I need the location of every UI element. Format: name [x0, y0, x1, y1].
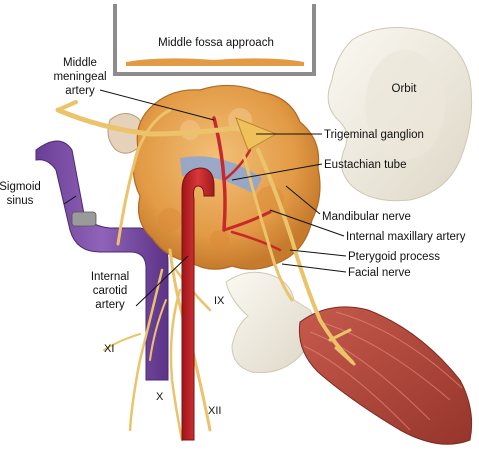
pterygoid-bone — [225, 271, 315, 374]
internal-carotid-artery — [181, 167, 215, 441]
middle-meningeal-artery — [212, 116, 282, 252]
label-eustachian-tube: Eustachian tube — [324, 159, 406, 171]
middle-fossa-approach-box: Middle fossa approach — [113, 4, 316, 76]
leader-lines — [63, 89, 347, 307]
label-carotid-2: carotid — [93, 285, 128, 297]
labels: Middle meningeal artery Orbit Trigeminal… — [0, 57, 466, 417]
label-middle-meningeal-3: artery — [65, 85, 95, 97]
label-middle-meningeal-1: Middle — [63, 57, 97, 69]
approach-label: Middle fossa approach — [158, 37, 274, 49]
eustachian-tube — [180, 156, 262, 194]
label-sigmoid-2: sinus — [7, 195, 34, 207]
label-cn-ix: IX — [214, 295, 225, 307]
label-carotid-3: artery — [95, 299, 125, 311]
pterygoid-muscle — [298, 306, 473, 445]
label-facial-nerve: Facial nerve — [348, 267, 411, 279]
label-middle-meningeal-2: meningeal — [53, 71, 106, 83]
label-orbit: Orbit — [392, 83, 418, 95]
label-sigmoid-1: Sigmoid — [0, 181, 41, 193]
label-trigeminal-ganglion: Trigeminal ganglion — [324, 129, 424, 141]
label-internal-maxillary-artery: Internal maxillary artery — [346, 231, 466, 243]
label-cn-xi: XI — [104, 343, 114, 355]
label-cn-x: X — [156, 391, 164, 403]
label-carotid-1: Internal — [91, 271, 129, 283]
nerves — [55, 100, 356, 442]
label-pterygoid-process: Pterygoid process — [348, 251, 440, 263]
orbit-bone — [327, 27, 473, 202]
label-mandibular-nerve: Mandibular nerve — [322, 211, 411, 223]
label-cn-xii: XII — [208, 405, 221, 417]
